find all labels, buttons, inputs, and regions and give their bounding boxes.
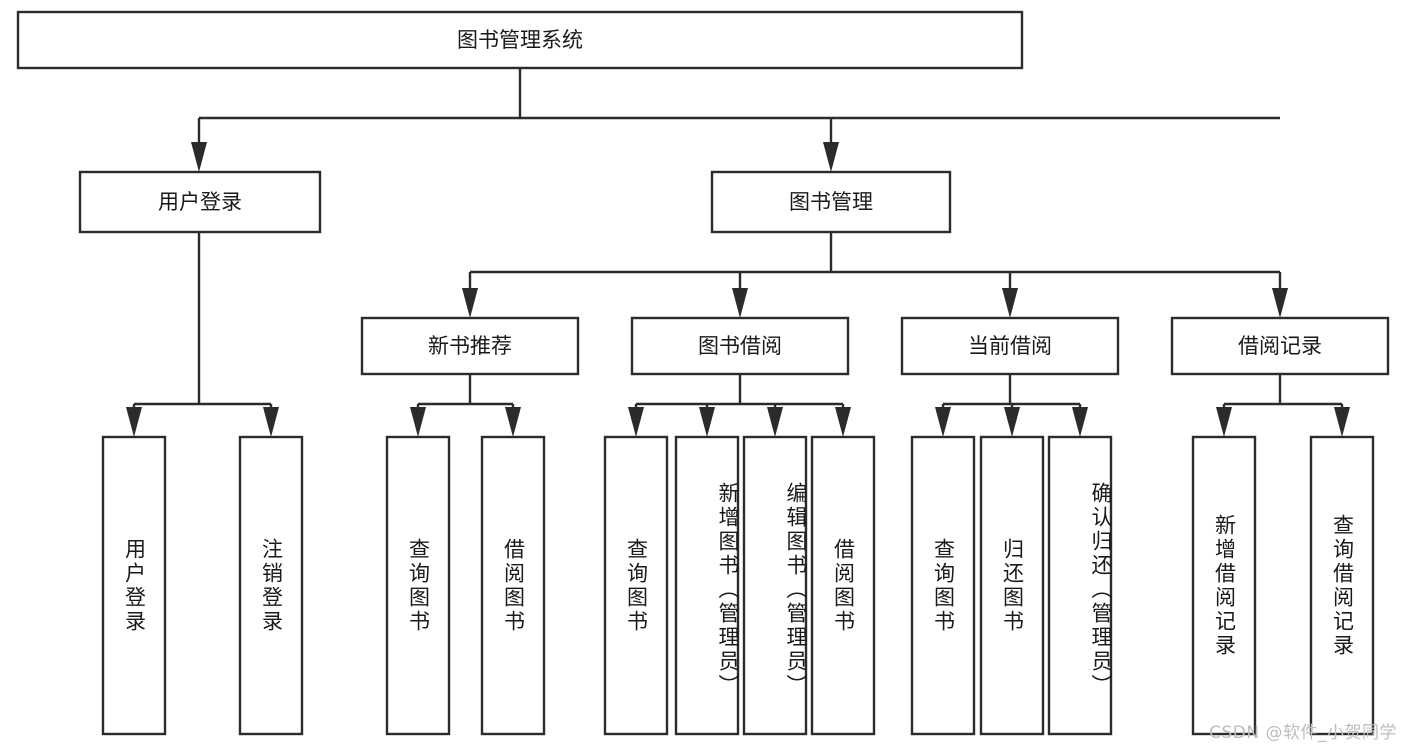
leaf-box-query-book-2[interactable] [603, 435, 669, 736]
connector-root-to-level2 [191, 68, 1280, 172]
leaf-box-edit-book[interactable] [742, 435, 808, 736]
node-borrow-record-box[interactable] [1170, 316, 1390, 376]
node-user-login-box[interactable] [78, 170, 322, 234]
leaf-box-borrow-book-1[interactable] [480, 435, 546, 736]
node-root[interactable]: 图书管理系统 [16, 10, 1024, 70]
node-root-box[interactable] [16, 10, 1024, 70]
leaf-box-user-login[interactable] [101, 435, 167, 736]
node-book-borrow-label: 图书借阅 [698, 334, 782, 358]
connector-borrowrecord-to-leaves [1216, 374, 1350, 437]
node-current-borrow-label: 当前借阅 [968, 334, 1052, 358]
leaf-box-add-book[interactable] [674, 435, 740, 736]
leaf-box-borrow-book-2[interactable] [810, 435, 876, 736]
node-new-book-recommend-box[interactable] [360, 316, 580, 376]
node-current-borrow-box[interactable] [900, 316, 1120, 376]
leaf-box-logout-login[interactable] [238, 435, 304, 736]
leaf-box-query-record[interactable] [1309, 435, 1375, 736]
csdn-watermark: CSDN @软件_小贺同学 [1209, 723, 1397, 743]
node-book-manage[interactable]: 图书管理 [710, 170, 952, 234]
node-book-manage-label: 图书管理 [789, 190, 873, 214]
leaf-box-add-record[interactable] [1191, 435, 1257, 736]
connector-bookmanage-to-level3 [462, 232, 1288, 318]
node-borrow-record[interactable]: 借阅记录 [1170, 316, 1390, 376]
node-book-borrow[interactable]: 图书借阅 [630, 316, 850, 376]
node-root-label: 图书管理系统 [457, 28, 583, 52]
node-book-borrow-box[interactable] [630, 316, 850, 376]
connector-newbook-to-leaves [410, 374, 521, 437]
node-book-manage-box[interactable] [710, 170, 952, 234]
node-user-login[interactable]: 用户登录 [78, 170, 322, 234]
connector-bookborrow-to-leaves [628, 374, 851, 437]
connector-userlogin-to-leaves [126, 232, 279, 437]
node-new-book-recommend[interactable]: 新书推荐 [360, 316, 580, 376]
node-borrow-record-label: 借阅记录 [1238, 334, 1322, 358]
node-current-borrow[interactable]: 当前借阅 [900, 316, 1120, 376]
leaf-box-query-book-3[interactable] [910, 435, 976, 736]
arrow-head-book-manage [823, 142, 839, 172]
leaf-box-return-book[interactable] [979, 435, 1045, 736]
leaf-box-query-book-1[interactable] [385, 435, 451, 736]
node-user-login-label: 用户登录 [158, 190, 242, 214]
leaf-box-confirm-return[interactable] [1047, 435, 1113, 736]
connector-currentborrow-to-leaves [935, 374, 1088, 437]
node-new-book-recommend-label: 新书推荐 [428, 334, 512, 358]
arrow-head-user-login [191, 142, 207, 172]
